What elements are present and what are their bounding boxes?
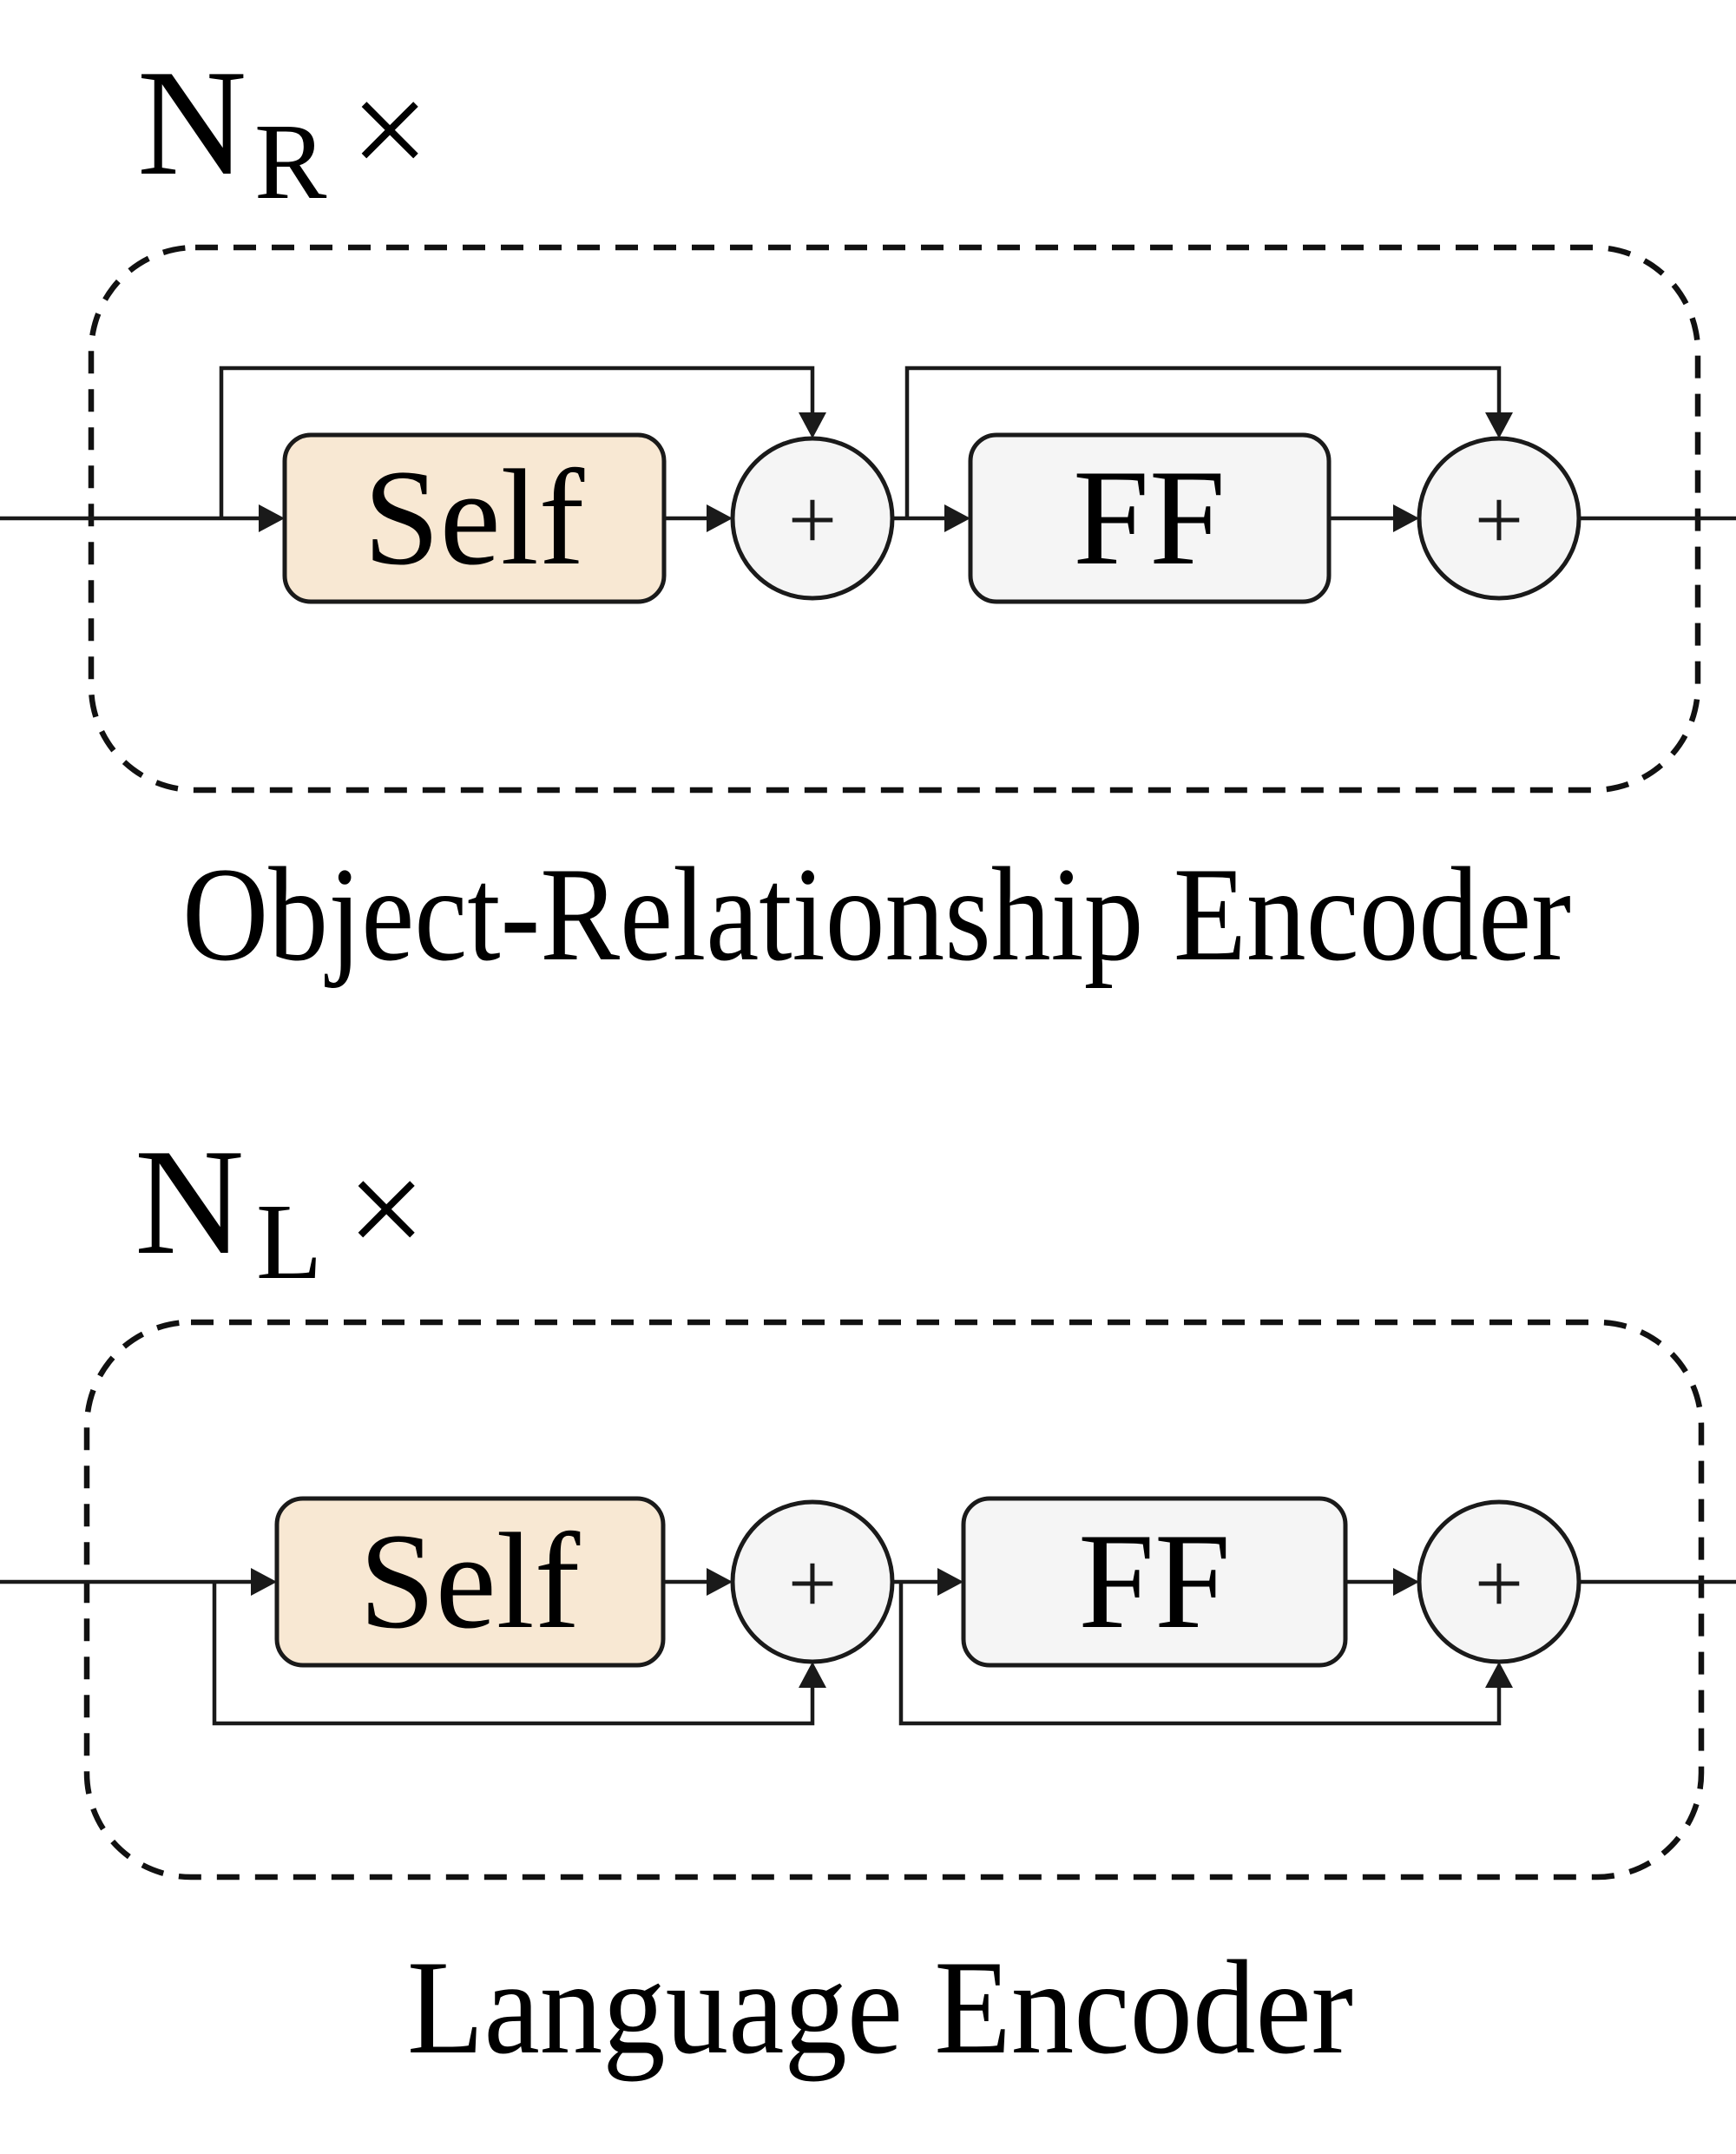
residual-line-ff <box>898 1582 1502 1726</box>
plus-icon: + <box>788 471 837 568</box>
diagram-caption: Language Encoder <box>407 1933 1353 2082</box>
residual-arrowhead-self-icon <box>799 1662 826 1688</box>
plus-icon: + <box>1475 1535 1523 1631</box>
repeat-label: N L × <box>135 1117 425 1302</box>
plus-icon: + <box>1475 471 1523 568</box>
repeat-label: N R × <box>137 38 429 222</box>
object-relationship-encoder-diagram: N R × Self + FF <box>0 38 1736 989</box>
residual-line-ff <box>904 366 1502 518</box>
times-symbol: × <box>351 52 429 207</box>
ff-to-add-arrowhead-icon <box>1393 504 1419 532</box>
input-arrowhead-icon <box>259 504 285 532</box>
self-attention-label: Self <box>364 442 585 594</box>
residual-arrowhead-ff-icon <box>1485 412 1513 438</box>
self-to-add-arrowhead-icon <box>707 504 733 532</box>
self-to-add-arrowhead-icon <box>707 1568 733 1596</box>
feed-forward-label: FF <box>1073 442 1226 594</box>
encoder-boundary <box>83 1319 1705 1881</box>
residual-line-self <box>219 366 815 518</box>
times-symbol: × <box>347 1131 425 1286</box>
repeat-subscript: L <box>256 1182 322 1302</box>
repeat-subscript: R <box>254 102 327 222</box>
residual-arrowhead-self-icon <box>799 412 826 438</box>
residual-line-self <box>212 1582 815 1726</box>
repeat-base: N <box>135 1117 244 1286</box>
add-to-ff-arrowhead-icon <box>937 1568 963 1596</box>
input-arrowhead-icon <box>251 1568 277 1596</box>
diagram-caption: Object-Relationship Encoder <box>182 840 1571 989</box>
self-attention-label: Self <box>359 1505 581 1657</box>
add-to-ff-arrowhead-icon <box>944 504 970 532</box>
language-encoder-diagram: N L × Self + FF <box>0 1117 1736 2082</box>
feed-forward-label: FF <box>1078 1505 1231 1657</box>
residual-arrowhead-ff-icon <box>1485 1662 1513 1688</box>
repeat-base: N <box>137 38 247 207</box>
plus-icon: + <box>788 1535 837 1631</box>
ff-to-add-arrowhead-icon <box>1393 1568 1419 1596</box>
